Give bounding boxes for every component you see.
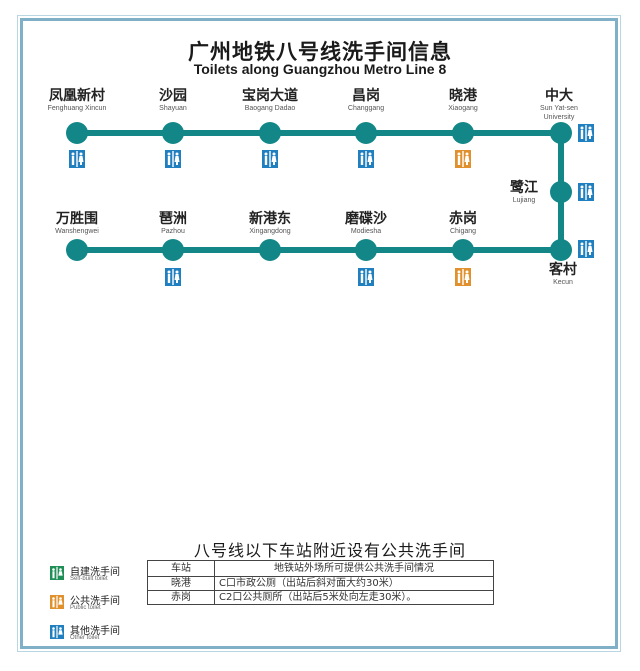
station-node-xiaogang[interactable] [452, 122, 474, 144]
toilet-icon-other [578, 240, 594, 258]
station-node-changgang[interactable] [355, 122, 377, 144]
inner-frame [20, 18, 618, 649]
table-cell-info: C2口公共厕所（出站后5米处向左走30米）。 [214, 590, 494, 605]
station-node-kecun[interactable] [550, 239, 572, 261]
station-label-baogang-dadao: 宝岗大道 Baogang Dadao [242, 88, 298, 112]
toilet-icon-public [455, 268, 471, 286]
toilet-icon-other [262, 150, 278, 168]
public-toilet-subtitle: 八号线以下车站附近设有公共洗手间 [193, 541, 466, 560]
station-node-xingangdong[interactable] [259, 239, 281, 261]
station-node-lujiang[interactable] [550, 181, 572, 203]
public-toilet-table: 车站 地铁站外场所可提供公共洗手间情况 晓港 C口市政公厕（出站后斜对面大约30… [147, 560, 494, 605]
toilet-icon-other [69, 150, 85, 168]
toilet-icon-other [165, 150, 181, 168]
toilet-icon-other [578, 183, 594, 201]
self-built-toilet-icon [50, 565, 64, 580]
line-top-segment [77, 130, 561, 136]
toilet-icon-other [578, 124, 594, 142]
station-label-pazhou: 琶洲 Pazhou [159, 211, 187, 235]
table-cell-info: C口市政公厕（出站后斜对面大约30米） [214, 576, 494, 591]
station-label-xiaogang: 晓港 Xiaogang [448, 88, 478, 112]
other-toilet-icon [50, 624, 64, 639]
station-node-sun-yat-sen-university[interactable] [550, 122, 572, 144]
toilet-icon-other [165, 268, 181, 286]
toilet-icon-public [455, 150, 471, 168]
station-node-wanshengwei[interactable] [66, 239, 88, 261]
station-label-xingangdong: 新港东 Xingangdong [249, 211, 291, 235]
table-row: 赤岗 C2口公共厕所（出站后5米处向左走30米）。 [147, 590, 494, 605]
station-label-shayuan: 沙园 Shayuan [159, 88, 187, 112]
station-label-changgang: 昌岗 Changgang [347, 88, 385, 112]
station-label-fenghuang-xincun: 凤凰新村 Fenghuang Xincun [47, 88, 107, 112]
station-label-sun-yat-sen-university: 中大 Sun Yat-sen University [540, 88, 578, 121]
station-label-wanshengwei: 万胜围 Wanshengwei [55, 211, 99, 235]
line-bottom-segment [77, 247, 561, 253]
toilet-icon-other [358, 150, 374, 168]
table-row: 晓港 C口市政公厕（出站后斜对面大约30米） [147, 576, 494, 591]
station-node-chigang[interactable] [452, 239, 474, 261]
title-english: Toilets along Guangzhou Metro Line 8 [193, 61, 447, 77]
public-toilet-icon [50, 594, 64, 609]
title-chinese: 广州地铁八号线洗手间信息 [188, 40, 452, 64]
station-node-pazhou[interactable] [162, 239, 184, 261]
station-label-lujiang: 鹭江 Lujiang [510, 180, 538, 204]
table-cell-station: 赤岗 [147, 590, 215, 605]
table-header-row: 车站 地铁站外场所可提供公共洗手间情况 [147, 560, 494, 577]
table-header-info: 地铁站外场所可提供公共洗手间情况 [214, 560, 494, 577]
table-header-station: 车站 [147, 560, 215, 577]
station-label-modiesha: 磨碟沙 Modiesha [345, 211, 387, 235]
station-node-baogang-dadao[interactable] [259, 122, 281, 144]
station-node-modiesha[interactable] [355, 239, 377, 261]
station-node-fenghuang-xincun[interactable] [66, 122, 88, 144]
station-label-chigang: 赤岗 Chigang [449, 211, 477, 235]
toilet-icon-other [358, 268, 374, 286]
outer-frame [17, 15, 621, 652]
station-node-shayuan[interactable] [162, 122, 184, 144]
table-cell-station: 晓港 [147, 576, 215, 591]
station-label-kecun: 客村 Kecun [549, 262, 577, 286]
